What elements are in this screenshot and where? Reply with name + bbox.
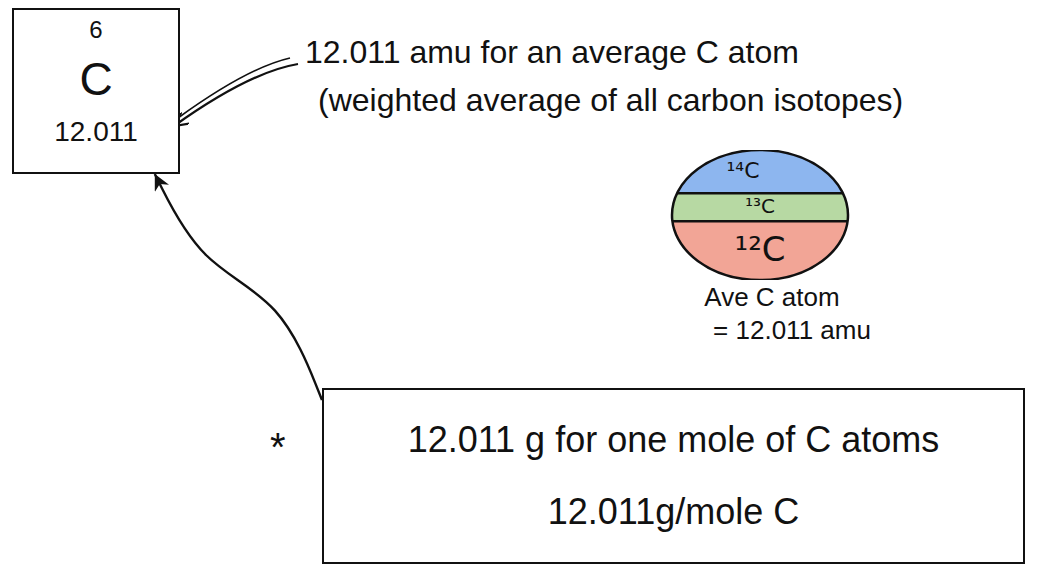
leader-arrow xyxy=(174,64,298,126)
isotope-band: ¹⁴C xyxy=(668,150,852,192)
node-label: ¹²C xyxy=(735,230,786,269)
node-text: 6 xyxy=(89,16,102,44)
node-text: 12.011g/mole C xyxy=(548,491,800,532)
callout-text: (weighted average of all carbon isotopes… xyxy=(318,82,903,119)
band-fill xyxy=(668,150,852,192)
caption-text: Ave C atom xyxy=(704,283,839,313)
node-text: 12.011 g for one mole of C atoms xyxy=(408,419,940,460)
callout-text: 12.011 amu for an average C atom xyxy=(305,34,799,71)
element-cell: 6C 12.011 xyxy=(12,8,180,174)
node-label: ¹³C xyxy=(745,195,775,218)
band-divider xyxy=(672,220,847,222)
node-text: 12.011 xyxy=(54,116,138,148)
node-label: ¹⁴C xyxy=(727,158,760,183)
node-text: C xyxy=(79,53,112,106)
caption-text: = 12.011 amu xyxy=(713,316,871,346)
asterisk-mark: * xyxy=(270,424,286,470)
isotope-band: ¹²C xyxy=(668,220,852,280)
isotope-region xyxy=(672,192,848,220)
molar-mass-box: 12.011 g for one mole of C atoms 12.011g/… xyxy=(322,388,1025,564)
leader-arrow-stroke xyxy=(178,58,290,118)
connector-arrow xyxy=(155,174,322,400)
isotope-region xyxy=(672,220,848,280)
isotope-band: ¹³C xyxy=(668,192,852,220)
isotope-region xyxy=(672,150,848,192)
